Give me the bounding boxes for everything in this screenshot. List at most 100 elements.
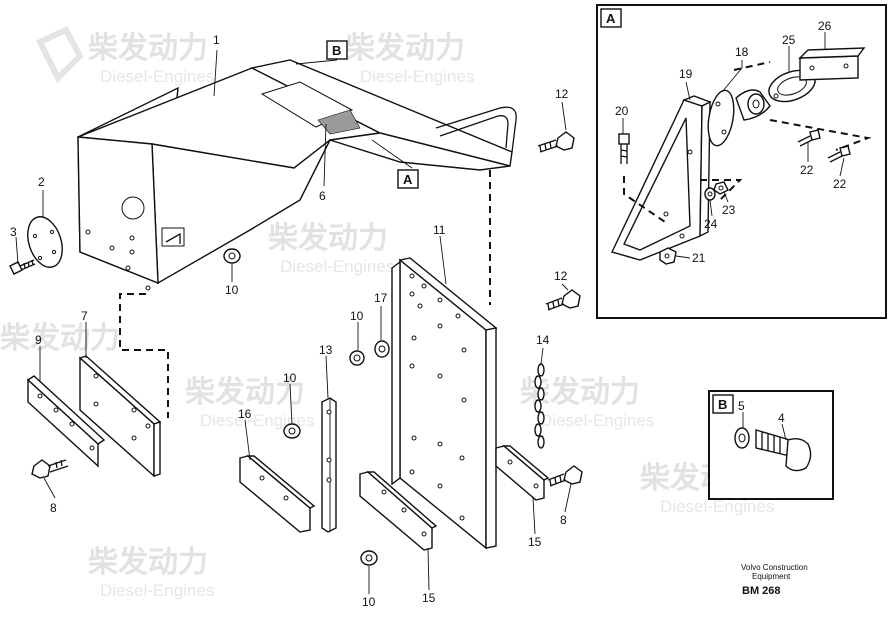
- callout-5: 5: [738, 399, 745, 413]
- cover-disc-part-2: [27, 216, 63, 268]
- callout-3: 3: [10, 225, 17, 239]
- lamp-base-part-18: [707, 89, 771, 147]
- svg-text:Diesel-Engines: Diesel-Engines: [200, 411, 314, 430]
- callout-15: 15: [422, 591, 436, 605]
- svg-text:B: B: [332, 43, 341, 58]
- svg-text:Diesel-Engines: Diesel-Engines: [100, 67, 214, 86]
- callout-6: 6: [319, 189, 326, 203]
- side-port: [121, 196, 145, 220]
- svg-text:柴发动力: 柴发动力: [268, 222, 388, 255]
- bracket-part-15: [359, 471, 438, 551]
- nut-part-21: [659, 247, 677, 265]
- reference-marker-b: B: [326, 40, 348, 60]
- mounting-plate-part-11: [391, 257, 498, 550]
- nut-part-10: [223, 248, 241, 264]
- assembly-lines: [119, 170, 491, 418]
- callout-8: 8: [560, 513, 567, 527]
- callout-11: 11: [433, 223, 446, 237]
- watermark: 柴发动力 Diesel-Engines: [268, 222, 394, 276]
- plate-part-26: [798, 47, 866, 81]
- callout-1: 1: [213, 33, 220, 47]
- svg-text:Diesel-Engines: Diesel-Engines: [660, 497, 774, 516]
- watermark: 柴发动力 Diesel-Engines: [185, 376, 314, 430]
- callout-9: 9: [35, 333, 42, 347]
- bolt-part-4: [755, 429, 812, 472]
- callout-17: 17: [374, 291, 388, 305]
- callout-20: 20: [615, 104, 629, 118]
- screw-part-3: [9, 259, 36, 275]
- screw-part-20: [618, 133, 630, 164]
- callout-19: 19: [679, 67, 693, 81]
- bolt-part-8: [547, 465, 583, 487]
- svg-text:Diesel-Engines: Diesel-Engines: [280, 257, 394, 276]
- housing-part-1: [77, 59, 517, 291]
- nut-part-10: [349, 350, 365, 366]
- svg-text:柴发动力: 柴发动力: [88, 546, 208, 579]
- screw-part-22: [797, 129, 821, 147]
- callout-10: 10: [350, 309, 364, 323]
- svg-text:柴发动力: 柴发动力: [0, 322, 120, 355]
- triangle-bracket-part-19: [611, 95, 712, 261]
- footer-caption: Volvo Construction Equipment BM 268: [741, 563, 808, 597]
- callout-16: 16: [238, 407, 252, 421]
- svg-text:A: A: [606, 11, 616, 26]
- plate-part-7: [78, 355, 162, 478]
- watermark: 柴发动力: [0, 322, 120, 355]
- bar-part-13: [321, 397, 337, 533]
- callout-labels: 1 2 3 6 10 12 12 11 10 17 14 13 10 16 7 …: [10, 33, 569, 609]
- callout-10: 10: [225, 283, 239, 297]
- callout-15: 15: [528, 535, 542, 549]
- callout-7: 7: [81, 309, 88, 323]
- svg-text:Diesel-Engines: Diesel-Engines: [360, 67, 474, 86]
- watermark: 柴发动力 Diesel-Engines: [345, 32, 474, 86]
- bolt-part-12: [545, 289, 581, 311]
- watermark: 柴发动力 Diesel-Engines: [88, 546, 214, 600]
- watermark: 柴发动力 Diesel-Engines: [35, 26, 214, 86]
- callout-14: 14: [536, 333, 550, 347]
- callout-26: 26: [818, 19, 832, 33]
- washer-part-5: [734, 427, 750, 449]
- screw-part-22: [827, 145, 851, 163]
- svg-text:Diesel-Engines: Diesel-Engines: [540, 411, 654, 430]
- detail-view-b: B 5 4: [708, 390, 834, 500]
- leader-lines: [15, 49, 572, 594]
- svg-text:Diesel-Engines: Diesel-Engines: [100, 581, 214, 600]
- svg-text:B: B: [718, 397, 727, 412]
- callout-2: 2: [38, 175, 45, 189]
- diagram-code: BM 268: [742, 585, 781, 597]
- chain-part-14: [534, 363, 545, 449]
- bracket-part-16: [239, 455, 316, 533]
- callout-13: 13: [319, 343, 333, 357]
- nut-part-10: [360, 550, 378, 566]
- callout-23: 23: [722, 203, 736, 217]
- bracket-part-15: [495, 445, 550, 501]
- callout-22: 22: [833, 177, 847, 191]
- bolt-part-12: [537, 131, 575, 153]
- callout-22: 22: [800, 163, 814, 177]
- callout-8: 8: [50, 501, 57, 515]
- callout-21: 21: [692, 251, 706, 265]
- callout-4: 4: [778, 411, 785, 425]
- washer-part-24: [704, 187, 716, 201]
- callout-12: 12: [554, 269, 568, 283]
- svg-text:柴发动力: 柴发动力: [185, 376, 305, 409]
- bolt-part-8: [31, 459, 69, 479]
- callout-10: 10: [283, 371, 297, 385]
- washer-part-17: [374, 340, 390, 358]
- callout-18: 18: [735, 45, 749, 59]
- plate-part-9: [26, 375, 106, 468]
- svg-text:A: A: [403, 172, 413, 187]
- nut-part-10: [283, 423, 301, 439]
- detail-view-a: A: [596, 4, 887, 319]
- svg-text:柴发动力: 柴发动力: [88, 32, 208, 65]
- footer-line-1: Volvo Construction: [741, 563, 808, 572]
- footer-line-2: Equipment: [752, 572, 791, 581]
- callout-10: 10: [362, 595, 376, 609]
- callout-25: 25: [782, 33, 796, 47]
- callout-24: 24: [704, 217, 718, 231]
- svg-text:柴发动力: 柴发动力: [345, 32, 465, 65]
- callout-12: 12: [555, 87, 569, 101]
- side-window: [161, 227, 185, 247]
